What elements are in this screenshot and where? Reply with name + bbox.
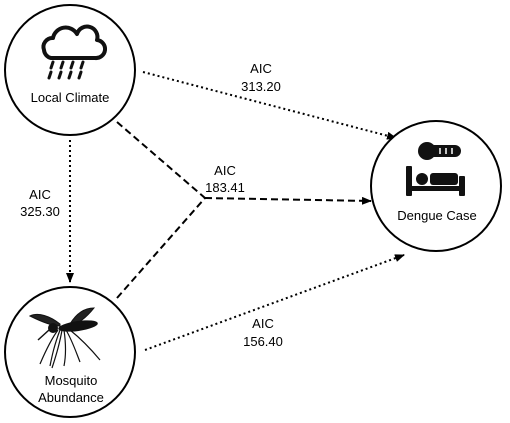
edge-mosquito-to-dengue [144,254,405,351]
edge-mosquito-to-junction [116,197,206,299]
aic-label-combined-metric: AIC [214,163,236,178]
dengue-case-label: Dengue Case [397,208,477,223]
aic-label-climate-dengue-value: 313.20 [241,79,281,94]
aic-label-combined-value: 183.41 [205,180,245,195]
aic-label-climate-mosquito-metric: AIC [29,187,51,202]
aic-label-climate-mosquito-value: 325.30 [20,204,60,219]
node-local-climate [4,4,136,136]
rain-cloud-icon [41,24,107,80]
local-climate-label: Local Climate [31,90,110,105]
mosquito-icon [28,307,101,369]
aic-label-mosquito-dengue-value: 156.40 [243,334,283,349]
edge-climate-to-dengue [142,71,397,140]
mosquito-label-line1: Mosquito [45,373,98,388]
mosquito-label-line2: Abundance [38,390,104,405]
thermometer-icon [418,142,461,160]
edge-climate-to-junction [116,121,206,199]
hospital-bed-icon [406,166,465,196]
aic-label-climate-dengue-metric: AIC [250,61,272,76]
aic-label-mosquito-dengue-metric: AIC [252,316,274,331]
edge-junction-to-dengue [204,196,372,205]
